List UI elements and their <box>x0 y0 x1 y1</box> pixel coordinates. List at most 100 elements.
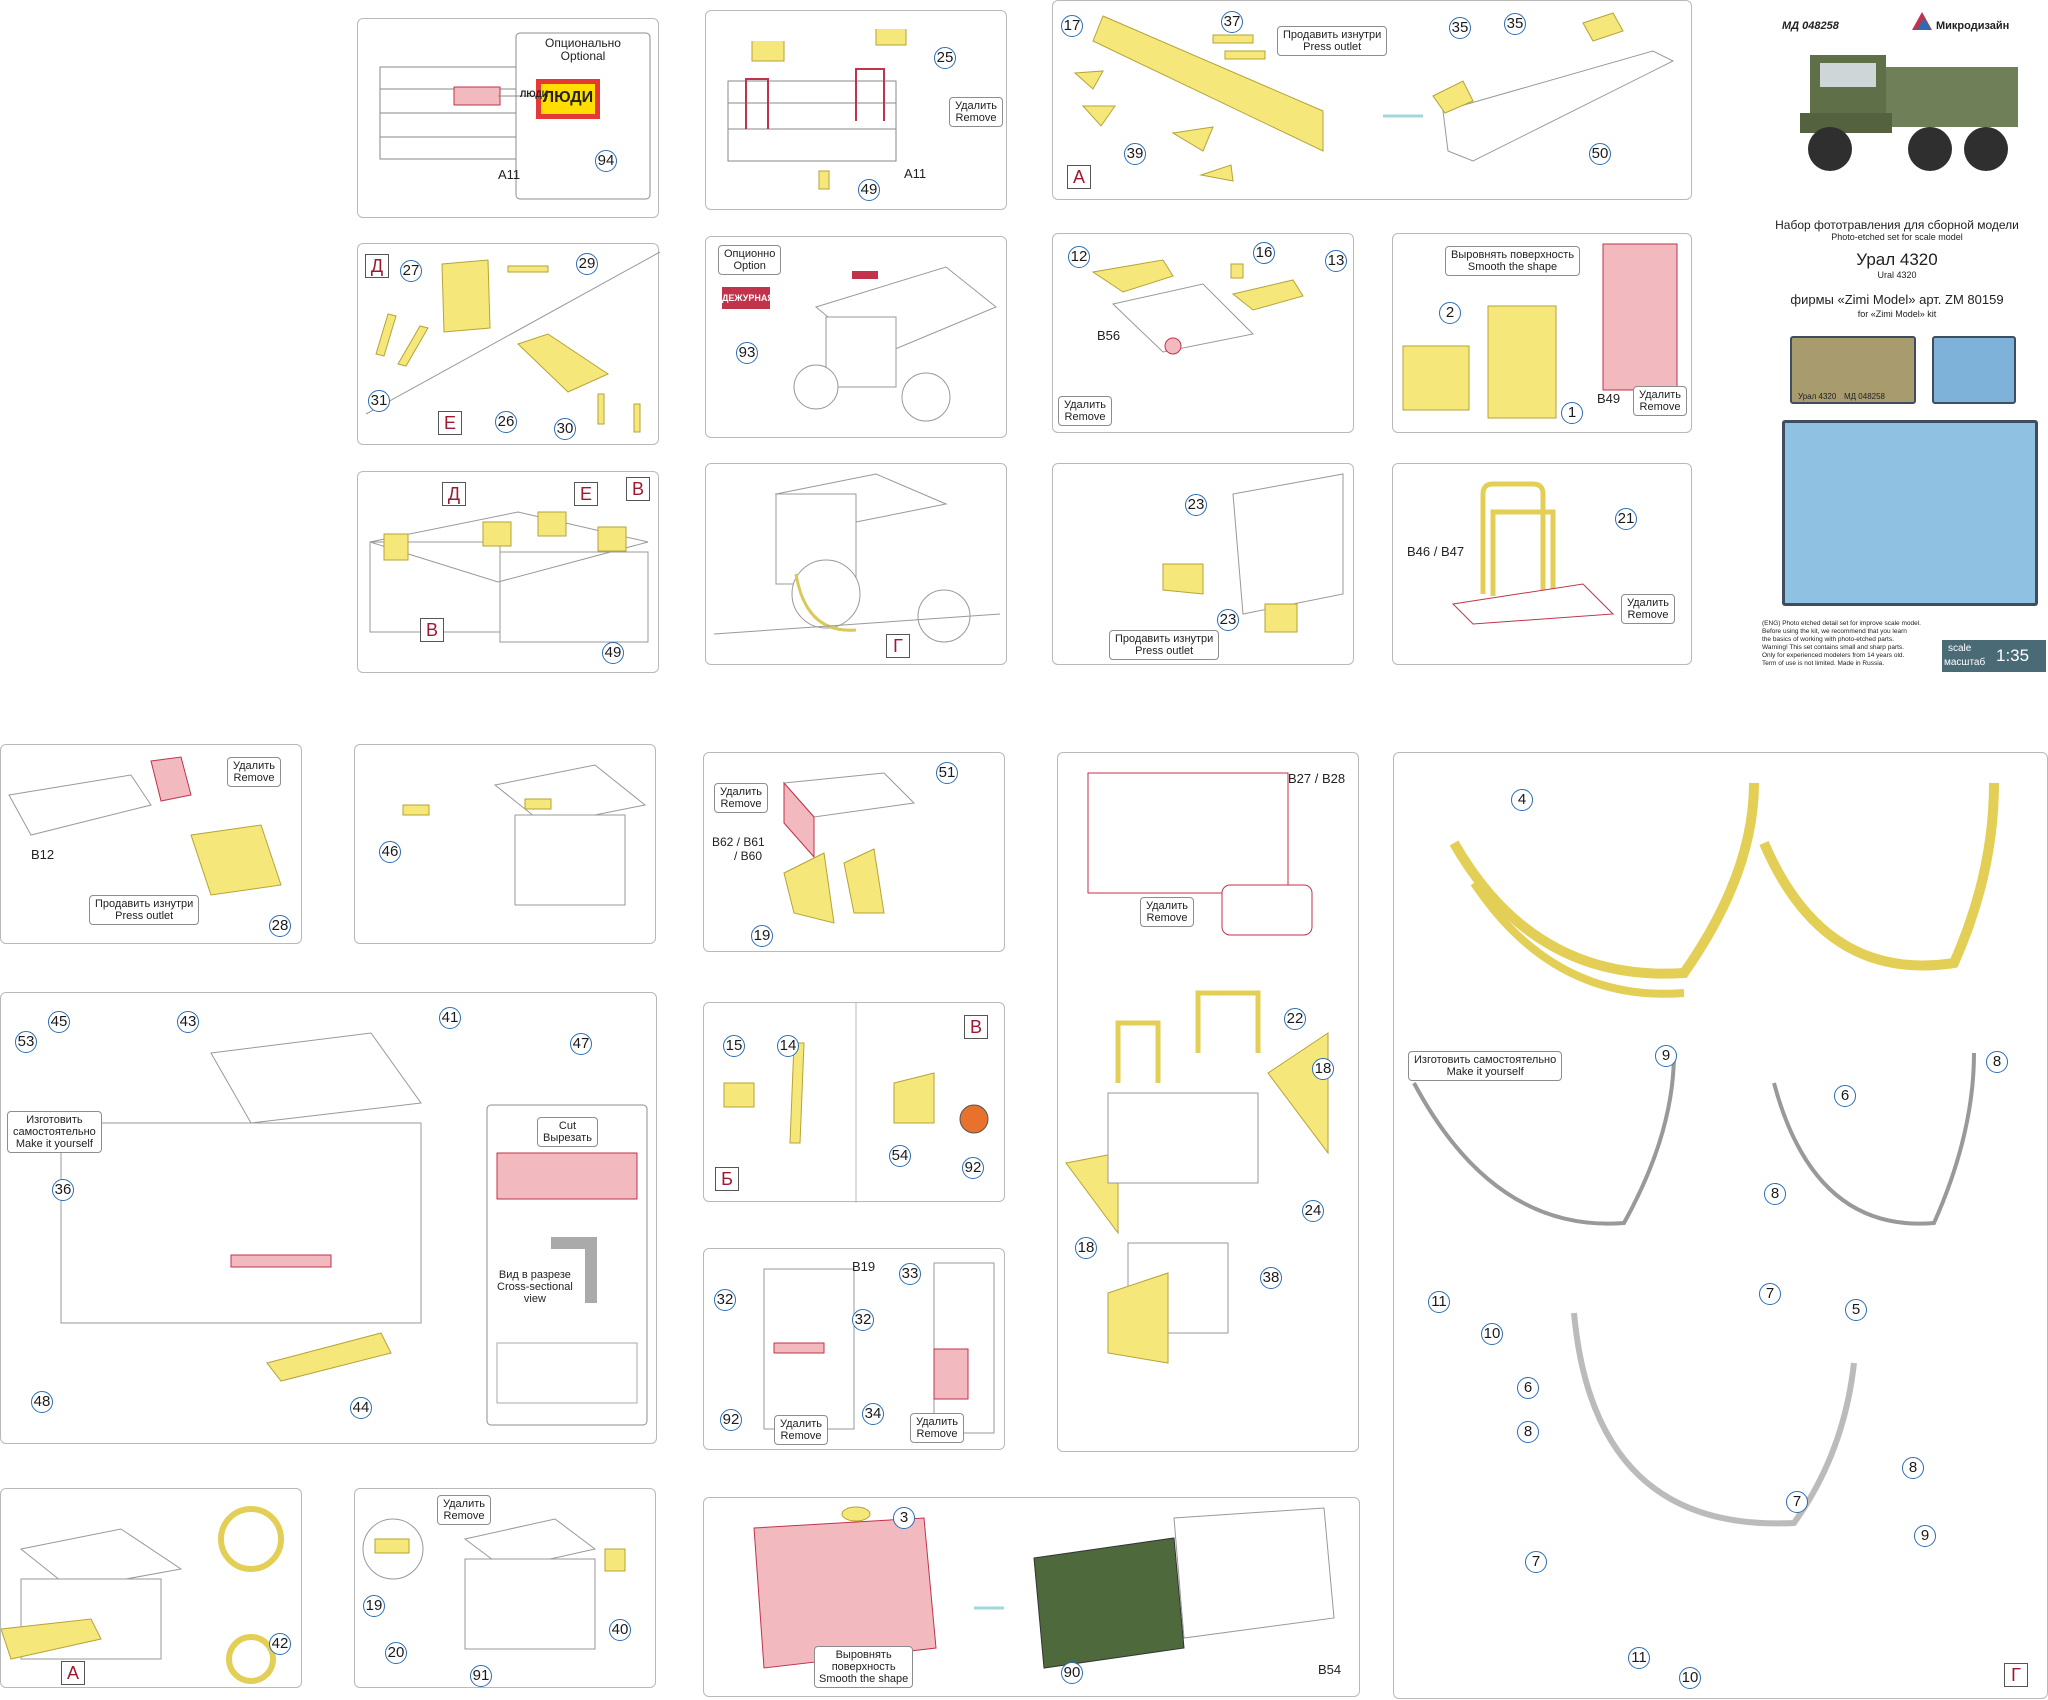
fender-drawing <box>8 756 282 896</box>
part-number-18b: 18 <box>1075 1237 1097 1259</box>
label-b60: / B60 <box>734 849 763 863</box>
part-number-46: 46 <box>379 841 401 863</box>
part-number-17: 17 <box>1061 15 1083 37</box>
cab-floor-drawing <box>1091 259 1304 355</box>
truck-photo <box>1800 55 2018 171</box>
part-number-44: 44 <box>350 1397 372 1419</box>
part-number-6: 6 <box>1834 1085 1856 1107</box>
pe-sheet-small-2 <box>1932 336 2016 404</box>
part-number-20: 20 <box>385 1642 407 1664</box>
sign-duty-text: ДЕЖУРНАЯ <box>722 293 774 303</box>
part-number-36: 36 <box>52 1179 74 1201</box>
part-number-14: 14 <box>777 1035 799 1057</box>
brackets-drawing <box>727 29 907 190</box>
cab-visors-drawing <box>402 764 647 906</box>
label-b12: B12 <box>31 847 55 862</box>
part-number-41: 41 <box>439 1007 461 1029</box>
part-number-7c: 7 <box>1525 1551 1547 1573</box>
panel-body-benches: Д Е В В 49 <box>357 471 659 673</box>
part-number-4: 4 <box>1511 789 1533 811</box>
part-number-94: 94 <box>595 150 617 172</box>
letter-d-2: Д <box>442 482 466 506</box>
part-number-28: 28 <box>269 915 291 937</box>
body-benches-drawing <box>369 511 649 643</box>
part-number-43: 43 <box>177 1011 199 1033</box>
label-b62: B62 / B61 <box>712 835 765 849</box>
doors-drawing <box>763 1262 995 1434</box>
part-number-30: 30 <box>554 418 576 440</box>
part-number-38: 38 <box>1260 1267 1282 1289</box>
label-b19: B19 <box>852 1259 876 1274</box>
letter-e-2: Е <box>574 482 598 506</box>
model-en: Ural 4320 <box>1877 270 1917 280</box>
part-number-35b: 35 <box>1504 13 1526 35</box>
part-number-92b: 92 <box>720 1409 742 1431</box>
part-number-53: 53 <box>15 1031 37 1053</box>
part-number-24: 24 <box>1302 1200 1324 1222</box>
tarp-arches-drawing <box>1412 782 1999 1527</box>
article-number: МД 048258 <box>1782 20 1839 32</box>
letter-e: Е <box>438 411 462 435</box>
label-a11-2: A11 <box>904 166 927 181</box>
part-number-19b: 19 <box>363 1595 385 1617</box>
part-number-11: 11 <box>1428 1291 1450 1313</box>
part-number-10: 10 <box>1481 1323 1503 1345</box>
part-number-49: 49 <box>858 179 880 201</box>
sign-people-text: ЛЮДИ <box>542 89 594 106</box>
part-number-54: 54 <box>889 1145 911 1167</box>
letter-v: В <box>626 477 650 501</box>
part-number-2: 2 <box>1439 302 1461 324</box>
battery-frame-drawing <box>1451 481 1615 625</box>
part-number-90: 90 <box>1061 1662 1083 1684</box>
part-number-42: 42 <box>269 1633 291 1655</box>
panel-bumper: 42 А <box>0 1488 302 1688</box>
part-number-8a: 8 <box>1986 1051 2008 1073</box>
part-number-47: 47 <box>570 1033 592 1055</box>
part-number-9b: 9 <box>1914 1525 1936 1547</box>
label-b54: B54 <box>1318 1662 1342 1677</box>
part-number-10b: 10 <box>1679 1667 1701 1689</box>
letter-a-2: А <box>61 1661 85 1685</box>
brand-name: Микродизайн <box>1936 20 2010 32</box>
part-number-25: 25 <box>934 47 956 69</box>
part-number-29: 29 <box>576 253 598 275</box>
part-number-31: 31 <box>368 390 390 412</box>
panel-side-board-sign: ЛЮДИ ЛЮДИ Опционально Optional 94 A11 <box>357 18 659 218</box>
part-number-6b: 6 <box>1517 1377 1539 1399</box>
optional-ru: Опционально <box>545 36 621 50</box>
part-number-19: 19 <box>751 925 773 947</box>
title-ru: Набор фототравления для сборной модели <box>1775 218 2019 232</box>
part-number-8c: 8 <box>1517 1421 1539 1443</box>
part-number-33: 33 <box>899 1263 921 1285</box>
sheet-caption-2: МД 048258 <box>1844 392 1885 401</box>
front-mirrors-drawing <box>60 1032 648 1426</box>
part-number-8b: 8 <box>1764 1183 1786 1205</box>
label-b56: B56 <box>1097 328 1121 343</box>
part-number-7b: 7 <box>1786 1491 1808 1513</box>
part-number-23a: 23 <box>1185 494 1207 516</box>
kit-ru: фирмы «Zimi Model» арт. ZM 80159 <box>1790 292 2004 307</box>
label-a11: A11 <box>498 167 521 182</box>
part-number-18a: 18 <box>1312 1058 1334 1080</box>
panel-spare-wheel: Г <box>705 463 1007 665</box>
part-number-39: 39 <box>1124 143 1146 165</box>
